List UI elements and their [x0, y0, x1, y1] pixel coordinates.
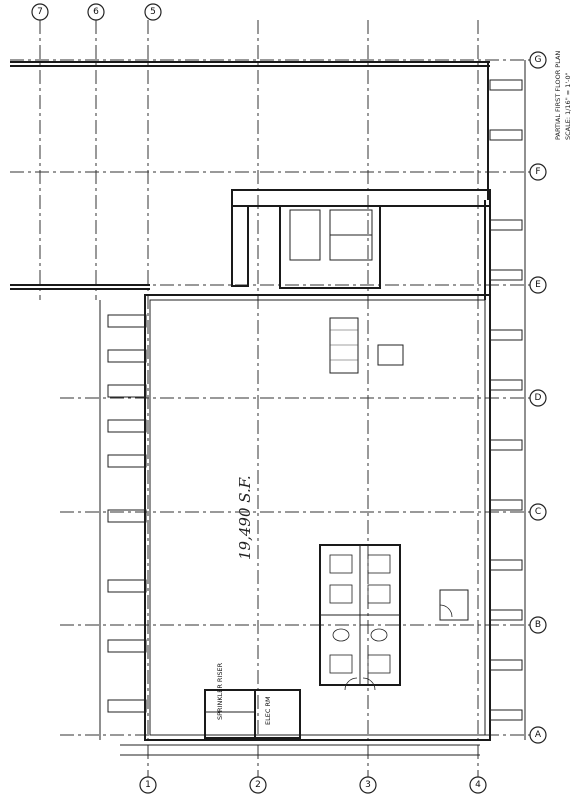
- title-line-2: SCALE: 1/16" = 1'-0": [564, 72, 572, 140]
- grid-bubble-B: B: [535, 620, 541, 630]
- interior-column-block: [329, 317, 404, 374]
- handwritten-area-note: 19,490 S.F.: [236, 475, 254, 560]
- electrical-room-label: ELEC RM: [264, 696, 272, 725]
- exterior-walls: [144, 200, 491, 741]
- small-room-right: [439, 589, 469, 621]
- grid-bubbles-right: A B C D E F G: [529, 51, 547, 744]
- horizontal-grid-lines: [10, 59, 535, 736]
- grid-bubble-F: F: [535, 167, 540, 177]
- grid-bubble-D: D: [535, 393, 542, 403]
- title-line-1: PARTIAL FIRST FLOOR PLAN: [554, 51, 562, 140]
- grid-bubble-3: 3: [365, 780, 371, 790]
- grid-bubble-5: 5: [150, 7, 156, 17]
- grid-bubble-4: 4: [475, 780, 481, 790]
- sprinkler-room-label: SPRINKLER RISER: [216, 662, 224, 720]
- connector-corridor: [231, 189, 491, 289]
- restroom-core: [319, 544, 401, 691]
- grid-bubble-A: A: [535, 730, 542, 740]
- grid-bubble-6: 6: [93, 7, 99, 17]
- grid-bubble-7: 7: [37, 7, 43, 17]
- title-block: PARTIAL FIRST FLOOR PLAN SCALE: 1/16" = …: [554, 51, 572, 140]
- left-wall-piers: [107, 314, 147, 713]
- service-rooms: SPRINKLER RISER ELEC RM: [204, 662, 301, 739]
- dimension-strings: [99, 60, 526, 756]
- grid-bubbles-bottom: 1 2 3 4: [139, 776, 487, 794]
- vertical-grid-lines: [39, 20, 479, 780]
- grid-bubble-C: C: [535, 507, 541, 517]
- existing-building-outline: [10, 61, 490, 290]
- grid-bubble-E: E: [535, 280, 541, 290]
- grid-bubble-1: 1: [145, 780, 151, 790]
- grid-bubble-G: G: [535, 55, 542, 65]
- grid-bubbles-top: 7 6 5: [31, 3, 162, 21]
- right-wall-piers: [489, 79, 523, 721]
- grid-bubble-2: 2: [255, 780, 261, 790]
